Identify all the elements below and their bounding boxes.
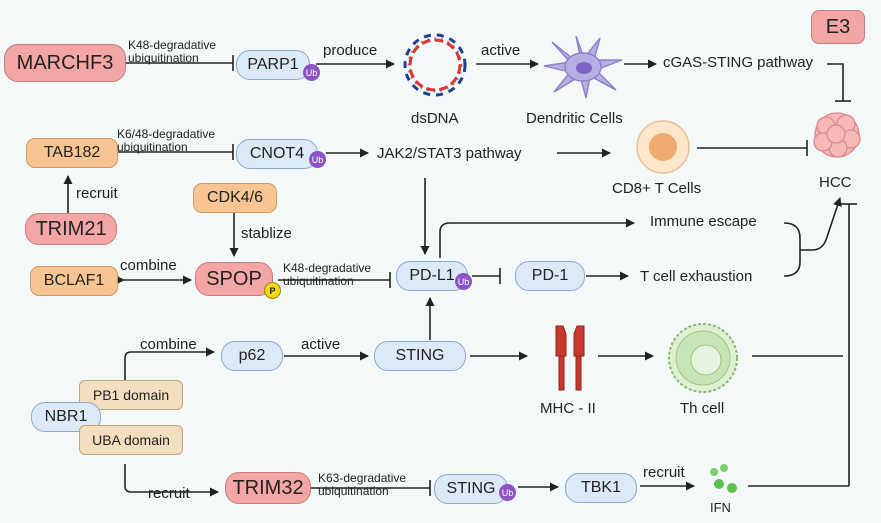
dendritic-label: Dendritic Cells xyxy=(526,110,623,127)
e3-node: E3 xyxy=(811,10,865,44)
t-exhaustion-label: T cell exhaustion xyxy=(640,268,753,285)
cnot4-node: CNOT4 xyxy=(236,139,318,169)
dendritic-cell-icon xyxy=(543,35,623,99)
th-label: Th cell xyxy=(680,400,725,417)
stablize-label: stablize xyxy=(241,225,292,242)
hcc-label: HCC xyxy=(819,174,852,191)
dsdna-label: dsDNA xyxy=(411,110,459,127)
dsdna-icon xyxy=(403,33,467,97)
combine-label-mid: combine xyxy=(140,336,197,353)
edge-label-line1: K6/48-degradative xyxy=(117,127,216,141)
pb1-domain-node: PB1 domain xyxy=(79,380,183,410)
mhc-ii-icon xyxy=(555,325,585,391)
ubiquitin-badge: Ub xyxy=(455,273,472,290)
spop-node: SPOP xyxy=(195,262,273,296)
cd8-cell-icon xyxy=(636,120,690,174)
marchf3-node: MARCHF3 xyxy=(4,44,126,82)
sting-node-mid: STING xyxy=(374,341,466,371)
nbr1-trim32-arrow xyxy=(124,464,219,497)
immune-escape-label: Immune escape xyxy=(650,213,757,230)
active-label-top: active xyxy=(481,42,521,59)
pdl1-node: PD-L1 xyxy=(396,261,468,291)
jak-label: JAK2/STAT3 pathway xyxy=(377,145,522,162)
mhc-label: MHC - II xyxy=(540,400,596,417)
pdl1-escape-arrow xyxy=(439,218,635,258)
ubiquitin-badge: Ub xyxy=(499,484,516,501)
nbr1-p62-arrow xyxy=(124,347,215,380)
edge-label-line2: ubiquitination xyxy=(283,274,354,288)
ifn-label: IFN xyxy=(710,500,731,515)
cdk46-node: CDK4/6 xyxy=(193,183,277,213)
cd8-label: CD8+ T Cells xyxy=(612,180,702,197)
edge-label-line1: K48-degradative xyxy=(128,38,217,52)
trim32-node: TRIM32 xyxy=(225,472,311,504)
edge-label-line2: ubiquitination xyxy=(117,140,188,154)
bracket-hcc-arrow xyxy=(800,197,842,251)
cgas-hcc-inhibit xyxy=(827,63,844,101)
ubiquitin-badge: Ub xyxy=(309,151,326,168)
tab182-node: TAB182 xyxy=(26,138,118,168)
produce-label: produce xyxy=(323,42,378,59)
recruit-label-bottom: recruit xyxy=(148,485,190,502)
trim21-node: TRIM21 xyxy=(25,213,117,245)
edge-label-line2: ubiquitination xyxy=(128,51,199,65)
bclaf1-node: BCLAF1 xyxy=(30,266,118,296)
recruit-label-right: recruit xyxy=(643,464,685,481)
bracket xyxy=(783,222,801,277)
recruit-label-left: recruit xyxy=(76,185,118,202)
spop-edge-label: K48-degradative ubiquitination xyxy=(283,262,371,288)
edge-label-line1: K63-degradative xyxy=(318,471,407,485)
active-label-mid: active xyxy=(301,336,341,353)
sting-node-bottom: STING xyxy=(434,474,508,504)
phospho-badge: P xyxy=(264,282,281,299)
trim32-edge-label: K63-degradative ubiquitination xyxy=(318,472,406,498)
hcc-tumor-icon xyxy=(813,112,861,158)
p62-node: p62 xyxy=(221,341,283,371)
th-cell-icon xyxy=(668,323,738,393)
uba-domain-node: UBA domain xyxy=(79,425,183,455)
edge-label-line1: K48-degradative xyxy=(283,261,372,275)
edge-label-line2: ubiquitination xyxy=(318,484,389,498)
marchf3-edge-label: K48-degradative ubiquitination xyxy=(128,39,216,65)
tbk1-node: TBK1 xyxy=(565,473,637,503)
ifn-icon xyxy=(710,464,737,493)
parp1-node: PARP1 xyxy=(236,50,310,80)
combine-label-top: combine xyxy=(120,257,177,274)
tab182-edge-label: K6/48-degradative ubiquitination xyxy=(117,128,215,154)
cgas-label: cGAS-STING pathway xyxy=(663,54,814,71)
ubiquitin-badge: Ub xyxy=(303,64,320,81)
pd1-node: PD-1 xyxy=(515,261,585,291)
